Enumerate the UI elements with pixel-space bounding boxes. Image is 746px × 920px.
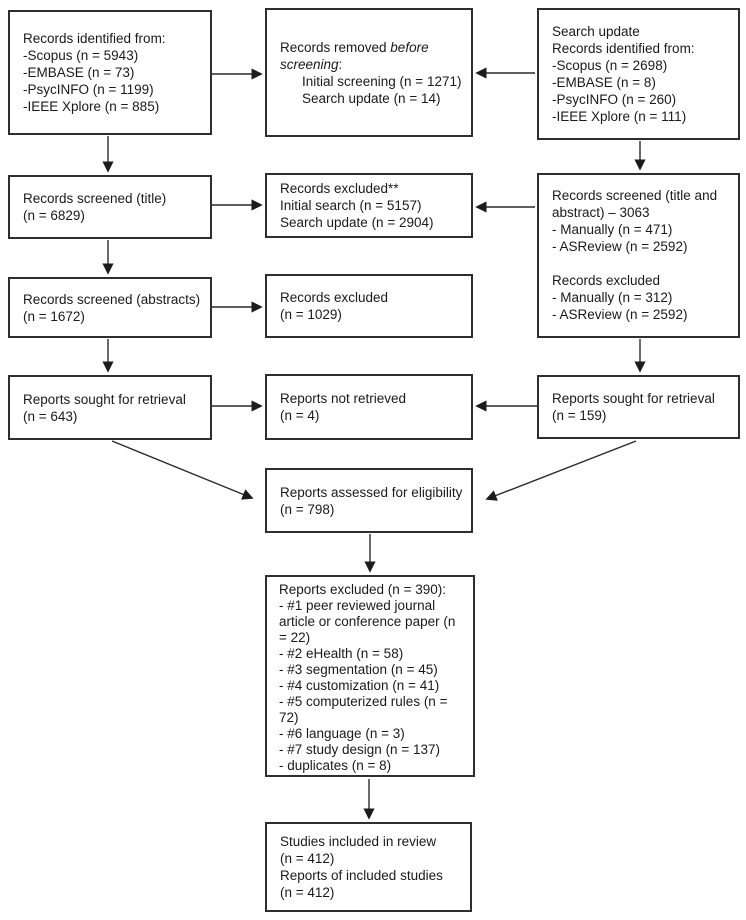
- box-text-line: - #3 segmentation (n = 45): [279, 662, 438, 677]
- box-text-line: -EMBASE (n = 8): [552, 75, 656, 90]
- box-text-line: Reports of included studies: [280, 868, 443, 883]
- box-text-line: Reports sought for retrieval: [23, 391, 186, 407]
- box-text-line: Initial screening (n = 1271): [302, 73, 462, 89]
- box-text-line: - #6 language (n = 3): [279, 726, 405, 741]
- box-studies-included: Studies included in review (n = 412) Rep…: [265, 822, 472, 912]
- box-text-line: - ASReview (n = 2592): [552, 307, 688, 322]
- box-text-line: (n = 412): [280, 851, 335, 866]
- box-reports-assessed-eligibility: Reports assessed for eligibility (n = 79…: [265, 468, 473, 533]
- box-text-line: -Scopus (n = 2698): [552, 58, 668, 73]
- box-text-line: (n = 6829): [23, 208, 85, 223]
- box-text-line: - #4 customization (n = 41): [279, 678, 440, 693]
- box-text-line: - #2 eHealth (n = 58): [279, 646, 404, 661]
- box-text-line: Records screened (title and abstract) – …: [552, 188, 718, 220]
- box-text-line: - ASReview (n = 2592): [552, 239, 688, 254]
- box-records-excluded-screening: Records excluded** Initial search (n = 5…: [265, 173, 473, 238]
- box-records-removed-before-screening: Records removed before screening: Initia…: [265, 8, 473, 137]
- blank-line: [552, 255, 730, 272]
- box-text-line: Reports not retrieved: [280, 391, 407, 406]
- box-text-line: (n = 1029): [280, 307, 342, 322]
- box-text-line: (n = 159): [552, 408, 607, 423]
- box-records-screened-abstracts: Records screened (abstracts) (n = 1672): [8, 277, 212, 338]
- removed-title-suffix: :: [338, 56, 343, 72]
- box-text-line: Reports assessed for eligibility: [280, 484, 463, 500]
- box-text-line: Studies included in review: [280, 834, 437, 849]
- box-text-line: Initial search (n = 5157): [280, 198, 422, 213]
- removed-title-italic: before screening: [280, 39, 429, 72]
- box-text-line: - #1 peer reviewed journal article or co…: [279, 598, 456, 645]
- box-text-line: Records identified from:: [552, 41, 695, 56]
- arrow-sought-to-assessed: [111, 440, 254, 500]
- box-records-screened-title-abstract: Records screened (title and abstract) – …: [537, 173, 740, 338]
- box-text-line: (n = 4): [280, 408, 320, 423]
- box-text-line: Search update (n = 2904): [280, 215, 434, 230]
- box-text-line: - duplicates (n = 8): [279, 758, 392, 773]
- box-reports-not-retrieved: Reports not retrieved (n = 4): [265, 374, 473, 440]
- box-text-line: Reports excluded (n = 390):: [279, 582, 446, 597]
- box-reports-excluded-reasons: Reports excluded (n = 390): - #1 peer re…: [265, 575, 475, 777]
- box-text-line: -PsycINFO (n = 1199): [23, 82, 154, 97]
- box-reports-sought-retrieval: Reports sought for retrieval (n = 643): [8, 375, 212, 440]
- box-text-line: Records excluded: [280, 290, 389, 305]
- box-text-line: - #7 study design (n = 137): [279, 742, 440, 757]
- box-text-line: Records excluded: [552, 273, 661, 288]
- box-text-line: Search update (n = 14): [302, 90, 441, 106]
- box-records-identified-initial: Records identified from: -Scopus (n = 59…: [8, 10, 212, 135]
- box-records-excluded-abstracts: Records excluded (n = 1029): [265, 274, 473, 338]
- box-text-line: Search update: [552, 24, 640, 39]
- box-text-line: -IEEE Xplore (n = 111): [552, 109, 687, 124]
- box-text-line: Records screened (title): [23, 191, 167, 206]
- box-text-line: -EMBASE (n = 73): [23, 65, 135, 80]
- removed-title-prefix: Records removed: [280, 39, 391, 55]
- box-text-line: Records excluded**: [280, 181, 399, 196]
- box-text-line: - #5 computerized rules (n = 72): [279, 694, 448, 725]
- box-text-line: (n = 643): [23, 408, 78, 424]
- box-text-line: (n = 1672): [23, 308, 85, 324]
- box-records-screened-title: Records screened (title) (n = 6829): [8, 175, 212, 239]
- box-text-line: (n = 798): [280, 501, 335, 517]
- box-reports-sought-retrieval-update: Reports sought for retrieval (n = 159): [537, 375, 740, 439]
- box-text-line: - Manually (n = 312): [552, 290, 673, 305]
- box-text-line: Reports sought for retrieval: [552, 391, 715, 406]
- box-text-line: Records removed before screening:: [280, 39, 463, 73]
- arrow-soughtupdate-to-assessed: [485, 440, 637, 501]
- box-text-line: Records identified from:: [23, 31, 166, 46]
- box-text-line: (n = 412): [280, 885, 335, 900]
- box-text-line: Records screened (abstracts): [23, 291, 201, 307]
- box-text-line: -IEEE Xplore (n = 885): [23, 99, 160, 114]
- box-text-line: -Scopus (n = 5943): [23, 48, 139, 63]
- box-text-line: - Manually (n = 471): [552, 222, 673, 237]
- box-search-update-identified: Search update Records identified from: -…: [537, 8, 740, 140]
- box-text-line: -PsycINFO (n = 260): [552, 92, 677, 107]
